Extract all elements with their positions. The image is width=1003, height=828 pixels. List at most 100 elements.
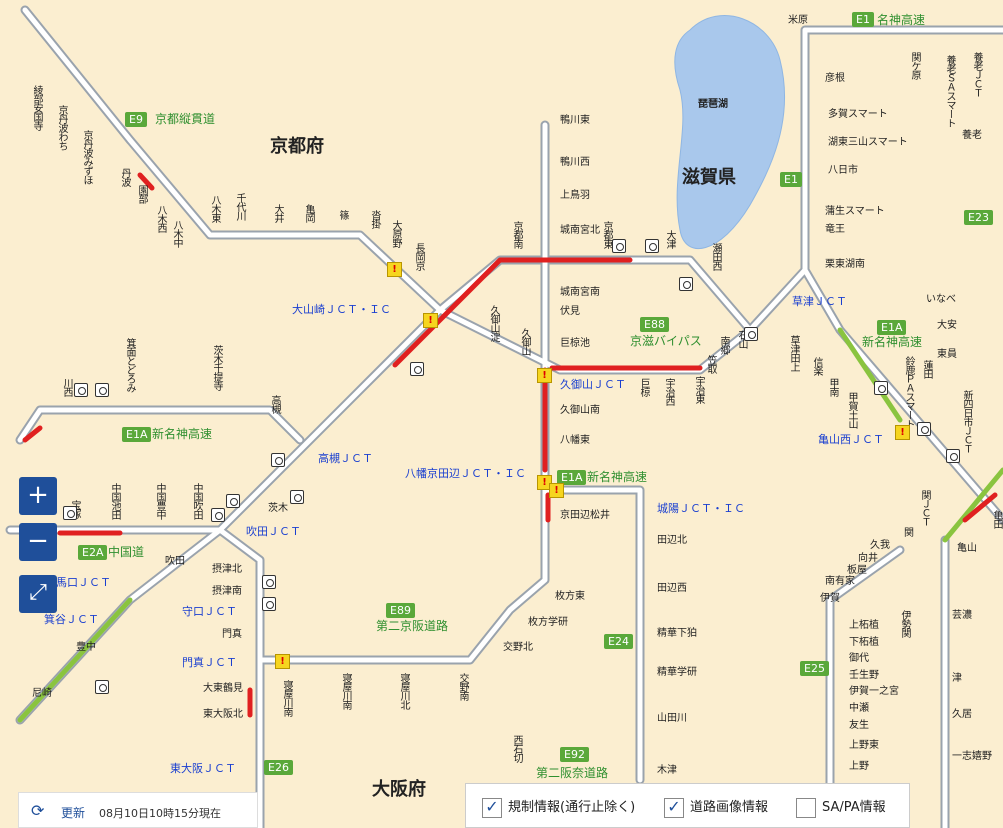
place-yokkaichi[interactable]: 新四日市ＪＣＴ [961, 390, 972, 453]
badge-e25: E25 [800, 661, 829, 676]
place-ogura: 巨椋 [638, 378, 649, 396]
camera-icon[interactable] [211, 508, 225, 522]
place-kamitoba: 上鳥羽 [560, 190, 590, 201]
camera-icon[interactable] [271, 453, 285, 467]
warning-icon[interactable]: ! [387, 262, 402, 277]
camera-icon[interactable] [612, 239, 626, 253]
place-kameoka: 亀岡 [303, 204, 314, 222]
place-kyotominami: 京都南 [511, 221, 522, 248]
jct-higashiosaka[interactable]: 東大阪ＪＣＴ [170, 762, 236, 775]
place-fushimi: 伏見 [560, 306, 580, 317]
camera-icon[interactable] [744, 327, 758, 341]
place-katanominami: 交野南 [457, 673, 468, 700]
place-shigaraki: 信楽 [811, 357, 822, 375]
refresh-icon[interactable]: ⟳ [31, 801, 45, 820]
place-yoro[interactable]: 養老ＪＣＴ [971, 52, 982, 97]
place-kamino: 上野 [849, 761, 869, 772]
camera-icon[interactable] [74, 383, 88, 397]
camera-icon[interactable] [410, 362, 424, 376]
jct-kadoma[interactable]: 門真ＪＣＴ [182, 656, 237, 669]
legend-item-regulation[interactable]: ✓規制情報(通行止除く) [482, 796, 635, 818]
place-ishiyama: 石山 [736, 330, 747, 348]
camera-icon[interactable] [95, 680, 109, 694]
refresh-button[interactable]: 更新 [61, 806, 86, 820]
legend-item-camera[interactable]: ✓道路画像情報 [664, 796, 768, 818]
place-gamo: 蒲生スマート [825, 206, 885, 217]
camera-icon[interactable] [63, 506, 77, 520]
place-kumiyamaminami: 久御山南 [560, 405, 600, 416]
jct-yawata[interactable]: 八幡京田辺ＪＣＴ・ＩＣ [405, 467, 526, 480]
warning-icon[interactable]: ! [423, 313, 438, 328]
camera-icon[interactable] [290, 490, 304, 504]
place-yawatahigashi: 八幡東 [560, 435, 590, 446]
camera-icon[interactable] [679, 277, 693, 291]
fullscreen-button[interactable]: ⤢ [19, 575, 57, 613]
place-kamitsuge: 上柘植 [849, 620, 879, 631]
jct-kumiyama[interactable]: 久御山ＪＣＴ [560, 378, 626, 391]
jct-kameyamanishi[interactable]: 亀山西ＪＣＴ [818, 433, 884, 446]
place-higashiosakakita: 東大阪北 [203, 709, 243, 720]
route-e2a-name: 中国道 [108, 545, 145, 559]
jct-moriguchi[interactable]: 守口ＪＣＴ [182, 605, 237, 618]
place-kyotanabematsui: 京田辺松井 [560, 510, 610, 521]
place-chugokutoyonaka: 中国豊中 [154, 483, 165, 519]
place-daitotsurumi: 大東鶴見 [203, 683, 243, 694]
camera-icon[interactable] [95, 383, 109, 397]
pref-kyoto: 京都府 [270, 136, 324, 157]
camera-checkbox[interactable]: ✓ [664, 797, 684, 818]
zoom-in-button[interactable]: + [19, 477, 57, 515]
badge-e26: E26 [264, 760, 293, 775]
place-kyotohigashi: 京都東 [601, 221, 612, 248]
place-seki[interactable]: 関ＪＣＴ [919, 490, 930, 526]
layer-legend: ✓規制情報(通行止除く) ✓道路画像情報 SA/PA情報 [465, 783, 910, 828]
sapa-label: SA/PA情報 [822, 800, 886, 815]
route-e89-name: 第二京阪道路 [376, 619, 449, 633]
place-kokatsuchiyama: 甲賀土山 [846, 392, 857, 428]
place-kutsukake: 沓掛 [369, 210, 380, 228]
warning-icon[interactable]: ! [549, 483, 564, 498]
camera-icon[interactable] [645, 239, 659, 253]
warning-icon[interactable]: ! [537, 368, 552, 383]
regulation-checkbox[interactable]: ✓ [482, 797, 502, 818]
place-kadoma: 門真 [222, 629, 242, 640]
place-sonobe: 園部 [136, 185, 147, 203]
place-iga: 伊賀 [820, 593, 840, 604]
camera-icon[interactable] [917, 422, 931, 436]
place-ootsu: 大津 [664, 230, 675, 248]
jct-takatsuki[interactable]: 高槻ＪＣＴ [318, 452, 373, 465]
badge-e89: E89 [386, 603, 415, 618]
place-takatsuki: 高槻 [269, 395, 280, 413]
legend-item-sapa[interactable]: SA/PA情報 [796, 796, 886, 818]
jct-joyo[interactable]: 城陽ＪＣＴ・ＩＣ [657, 502, 745, 515]
sapa-checkbox[interactable] [796, 797, 816, 818]
place-igaichinomiya: 伊賀一之宮 [849, 686, 899, 697]
jct-oyamazaki[interactable]: 大山崎ＪＣＴ・ＩＣ [292, 303, 391, 316]
jct-suita[interactable]: 吹田ＪＣＴ [246, 525, 301, 538]
place-koka: 甲南 [827, 378, 838, 396]
construction-icon[interactable]: ! [895, 425, 910, 440]
place-kameyama: 蓮田 [921, 360, 932, 378]
badge-e9: E9 [125, 112, 147, 127]
warning-icon[interactable]: ! [537, 475, 552, 490]
place-inabe: いなべ [926, 294, 956, 305]
camera-icon[interactable] [226, 494, 240, 508]
construction-icon[interactable]: ! [275, 654, 290, 669]
camera-icon[interactable] [874, 381, 888, 395]
jct-chugoku[interactable]: 馬口ＪＣＴ [56, 576, 111, 589]
place-yaginaka: 八木中 [171, 220, 182, 247]
camera-icon[interactable] [262, 575, 276, 589]
route-e88-name: 京滋バイパス [630, 334, 702, 348]
badge-e23: E23 [964, 210, 993, 225]
camera-icon[interactable] [946, 449, 960, 463]
place-ayabe: 綾部安国寺 [31, 85, 42, 130]
jct-kusatsu[interactable]: 草津ＪＣＴ [792, 295, 847, 308]
jct-minou[interactable]: 箕谷ＪＣＴ [44, 613, 99, 626]
place-ujihigashi: 宇治東 [693, 376, 704, 403]
zoom-out-button[interactable]: − [19, 523, 57, 561]
place-kumiyamayodo: 久御山淀 [488, 305, 499, 341]
place-settsukita: 摂津北 [212, 564, 242, 575]
place-konan: 湖東三山スマート [828, 137, 908, 148]
camera-icon[interactable] [262, 597, 276, 611]
place-yororesthouse: 養老ＳＡスマート [944, 55, 955, 127]
